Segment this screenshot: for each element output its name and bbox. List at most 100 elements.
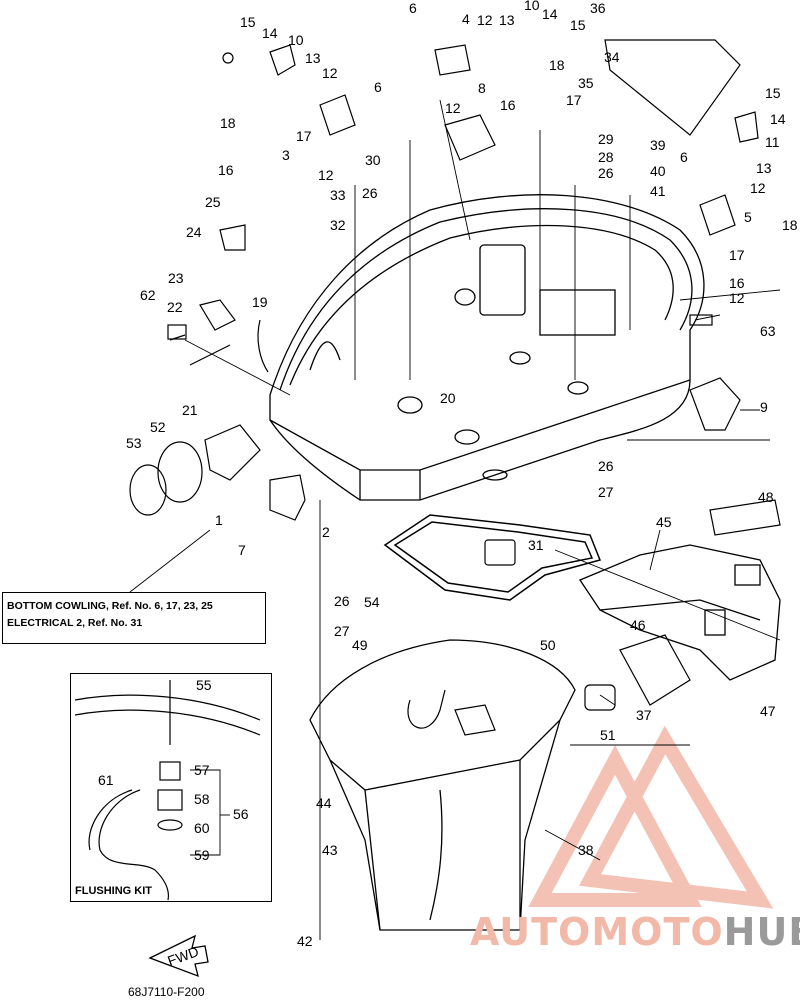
callout-22: 22 (167, 299, 183, 315)
callout-58: 58 (194, 791, 210, 807)
callout-4: 4 (462, 11, 470, 27)
callout-15c: 15 (765, 85, 781, 101)
callout-26b: 26 (598, 165, 614, 181)
callout-52: 52 (150, 419, 166, 435)
callout-15b: 15 (570, 17, 586, 33)
callout-12f: 12 (729, 290, 745, 306)
callout-14a: 14 (262, 25, 278, 41)
callout-41: 41 (650, 183, 666, 199)
figure-code: 68J7110-F200 (128, 985, 205, 999)
callout-34: 34 (604, 49, 620, 65)
callout-6a: 6 (409, 0, 417, 16)
bracket-drawing (579, 544, 781, 681)
callout-40: 40 (650, 163, 666, 179)
callout-16b: 16 (500, 97, 516, 113)
callout-12a: 12 (322, 65, 338, 81)
callout-51: 51 (600, 727, 616, 743)
callout-50: 50 (540, 637, 556, 653)
callout-26d: 26 (334, 593, 350, 609)
callout-44: 44 (316, 795, 332, 811)
reference-note-line1: BOTTOM COWLING, Ref. No. 6, 17, 23, 25 (7, 600, 213, 612)
callout-17b: 17 (566, 92, 582, 108)
callout-11: 11 (765, 134, 780, 150)
callout-12d: 12 (318, 167, 334, 183)
callout-18b: 18 (549, 57, 565, 73)
callout-29: 29 (598, 131, 614, 147)
callout-17c: 17 (729, 247, 745, 263)
callout-55: 55 (196, 677, 212, 693)
callout-25: 25 (205, 194, 221, 210)
callout-62: 62 (140, 287, 156, 303)
watermark-part-a: AUTOMOTO (470, 910, 724, 954)
watermark-text: AUTOMOTOHUB (470, 910, 800, 954)
callout-9: 9 (760, 399, 768, 415)
callout-32: 32 (330, 217, 346, 233)
callout-42: 42 (297, 933, 313, 949)
callout-35: 35 (578, 75, 594, 91)
flushing-kit-drawing (74, 680, 261, 901)
callout-60: 60 (194, 820, 210, 836)
callout-8: 8 (478, 80, 486, 96)
callout-14c: 14 (770, 111, 786, 127)
callout-39: 39 (650, 137, 666, 153)
callout-13b: 13 (499, 12, 515, 28)
callout-26c: 26 (598, 458, 614, 474)
callout-47: 47 (760, 703, 776, 719)
small-parts-drawing (129, 39, 781, 736)
flushing-kit-title: FLUSHING KIT (75, 885, 152, 897)
callout-24: 24 (186, 224, 202, 240)
callout-10a: 10 (288, 32, 304, 48)
callout-13c: 13 (756, 160, 772, 176)
callout-49: 49 (352, 637, 368, 653)
callout-1: 1 (215, 512, 223, 528)
callout-12b: 12 (477, 12, 493, 28)
callout-54: 54 (364, 594, 380, 610)
callout-2: 2 (322, 524, 330, 540)
callout-numbers: 1 2 3 4 5 6 6 6 7 8 9 10 10 11 12 12 12 … (98, 0, 798, 949)
callout-3: 3 (282, 147, 290, 163)
callout-61: 61 (98, 772, 114, 788)
callout-17a: 17 (296, 128, 312, 144)
reference-note-box: BOTTOM COWLING, Ref. No. 6, 17, 23, 25 E… (2, 592, 266, 644)
reference-note-line2: ELECTRICAL 2, Ref. No. 31 (7, 617, 143, 629)
callout-7: 7 (238, 542, 246, 558)
callout-6b: 6 (374, 79, 382, 95)
kit-bracket-lines (190, 769, 230, 856)
callout-27b: 27 (334, 623, 350, 639)
callout-30: 30 (365, 152, 381, 168)
callout-23: 23 (168, 270, 184, 286)
callout-16a: 16 (218, 162, 234, 178)
callout-31: 31 (528, 537, 544, 553)
callout-46: 46 (630, 617, 646, 633)
callout-56: 56 (233, 806, 249, 822)
callout-12e: 12 (750, 180, 766, 196)
callout-10b: 10 (524, 0, 540, 13)
callout-21: 21 (182, 402, 198, 418)
callout-6c: 6 (680, 149, 688, 165)
callout-19: 19 (252, 294, 268, 310)
callout-43: 43 (322, 842, 338, 858)
callout-27a: 27 (598, 484, 614, 500)
callout-16c: 16 (729, 275, 745, 291)
callout-33: 33 (330, 187, 346, 203)
callout-37: 37 (636, 707, 652, 723)
callout-15a: 15 (240, 14, 256, 30)
watermark-part-b: HUB (723, 910, 800, 954)
callout-26a: 26 (362, 185, 378, 201)
leader-lines (129, 99, 781, 940)
watermark-logo-icon (528, 725, 774, 909)
callout-53: 53 (126, 435, 142, 451)
callout-63: 63 (760, 323, 776, 339)
flushing-kit-inset: FLUSHING KIT (70, 673, 272, 902)
callout-20: 20 (440, 390, 456, 406)
fwd-arrow-icon (148, 934, 209, 978)
callout-45: 45 (656, 514, 672, 530)
callout-38: 38 (578, 842, 594, 858)
callout-18a: 18 (220, 115, 236, 131)
callout-13a: 13 (305, 50, 321, 66)
callout-14b: 14 (542, 6, 558, 22)
callout-28: 28 (598, 149, 614, 165)
seal-gasket-drawing (383, 514, 602, 601)
lower-apron-drawing (309, 639, 576, 931)
